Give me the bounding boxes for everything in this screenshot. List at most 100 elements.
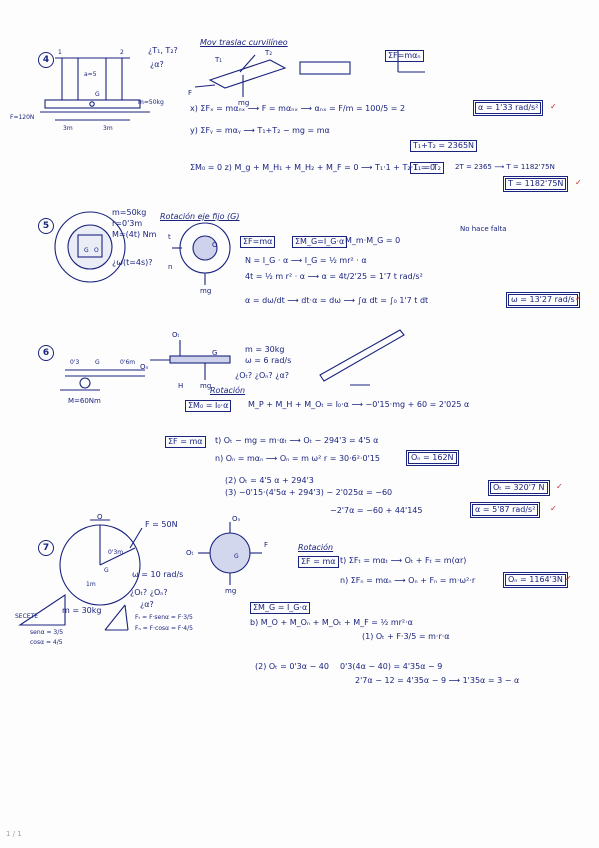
p4-label-mass: m=50kg [138,99,164,106]
p7-fbd-title: Rotación [298,543,334,552]
p4-line-1: x) ΣFₓ = mαₙₓ ⟶ F = mαₙₓ ⟶ αₙₓ = F/m = 1… [190,104,406,113]
p7-secant-triangle [18,593,66,626]
p4-fbd-title: Mov traslac curvilíneo [200,38,288,47]
problem-number-7: 7 [38,540,54,556]
p6-label-06: 0'6m [120,359,136,366]
p7-given-q2: ¿α? [140,600,154,609]
p6-fbd-g: G [212,349,218,357]
problem-number-6: 6 [38,345,54,361]
p5-label-o: O [94,247,99,254]
p6-line-6: −2'7α = −60 + 44'145 [330,506,423,515]
p7-line-4: (1) Oₜ + F·3/5 = m·r·α [362,632,450,641]
p4-result-alpha: α = 1'33 rad/s² [472,100,544,116]
p7-label-1m: 1m [86,581,96,588]
p4-fbd-t2: T₂ [265,49,273,57]
p5-result-omega: ω = 13'27 rad/s [506,292,580,308]
p7-secant-cos: cosα = 4/5 [30,639,63,646]
p7-given-force: F = 50N [145,520,178,529]
p6-line-3: n) Oₙ = mαₙ ⟶ Oₙ = m ω² r = 30·6²·0'15 [215,454,380,463]
p6-line-1: M_P + M_H + M_Oₜ = I₀·α ⟶ −0'15·mg + 60 … [248,400,470,409]
p5-given-moment: M=(4t) Nm [112,230,157,239]
p7-line-3: b) M_O + M_Oₙ + M_Oₜ + M_F = ½ mr²·α [250,618,413,627]
p7-line-2: n) ΣFₙ = mαₙ ⟶ Oₙ + Fₙ = m·ω²·r [340,576,476,585]
p4-check-1: ✓ [550,102,557,111]
p6-fbd-mg: mg [200,382,212,390]
p6-fbd-bar [169,355,231,364]
p7-label-g: G [104,567,109,574]
p4-label-3m-a: 3m [63,125,73,132]
p5-check: ✓ [575,294,582,303]
p7-line-1: t) ΣFₜ = mαₜ ⟶ Oₜ + Fₜ = m(αr) [340,556,467,565]
page-footer: 1 / 1 [6,830,22,838]
p7-law-moment: ΣM_G = I_G·α [250,602,311,614]
p7-given-omega: ω = 10 rad/s [132,570,184,579]
problem-number-4: 4 [38,52,54,68]
p6-result-alpha: α = 5'87 rad/s² [469,502,541,518]
p6-line-2: t) Oₜ − mg = m·αₜ ⟶ Oₜ − 294'3 = 4'5 α [215,436,379,445]
p5-fbd-t: t [168,233,171,241]
p7-line-6: 0'3(4α − 40) = 4'35α − 9 [340,662,443,671]
p7-fn: Fₙ = F·cosα = F·4/5 [135,625,193,632]
p6-law-force: ΣF = mα [165,436,206,448]
p4-label-1: 1 [58,49,62,56]
p4-fbd-t1: T₁ [215,56,223,64]
p6-check-1: ✓ [556,482,563,491]
p7-secant-title: SECETE [15,613,39,620]
p7-result-on: Oₙ = 1164'3N [503,572,568,588]
p5-fbd-o: O [212,241,218,249]
p4-bar [44,99,141,109]
p6-check-2: ✓ [550,504,557,513]
p7-fbd-mg: mg [225,587,237,595]
p4-law-box: ΣF=mαₙ [385,50,424,62]
p6-fbd-title: Rotación [210,386,246,395]
p5-line-2: 4t = ½ m r² · α ⟶ α = 4t/2'25 = 1'7 t ra… [245,272,423,281]
p6-label-m: M=60Nm [68,397,101,405]
p4-question-alpha: ¿α? [150,60,164,69]
p4-check-2: ✓ [575,178,582,187]
p6-result-on: Oₙ = 162N [406,450,459,466]
p4-label-a: a=5 [84,71,97,78]
p4-fbd-b [299,61,351,75]
p7-ft: Fₜ = F·senα = F·3/5 [135,614,193,621]
p7-label-o: O [97,513,103,521]
p6-given-omega: ω = 6 rad/s [245,356,292,365]
p7-fbd-on: Oₙ [232,515,241,523]
p6-fbd-h: H [178,382,184,390]
p5-fbd-mg: mg [200,287,212,295]
p4-label-3m-b: 3m [103,125,113,132]
p7-fbd-disk [209,532,251,574]
p6-result-ot: Oₜ = 320'7 N [488,480,550,496]
p6-given-question: ¿Oₜ? ¿Oₙ? ¿α? [235,371,289,380]
p7-line-7: 2'7α − 12 = 4'35α − 9 ⟶ 1'35α = 3 − α [355,676,520,685]
p4-result-equal: T₁ = T₂ [410,162,444,174]
p4-center-g [89,101,95,107]
p4-result-sum: T₁+T₂ = 2365N [410,140,478,152]
p4-question-tensions: ¿T₁, T₂? [148,46,178,55]
p5-fbd-n: n [168,263,173,271]
p4-line-3: ΣM₀ = 0 z) M_g + M_H₁ + M_H₂ + M_F = 0 ⟶… [190,163,436,172]
p7-secant-sin: senα = 3/5 [30,629,64,636]
p5-line-1: N = I_G · α ⟶ I_G = ½ mr² · α [245,256,367,265]
p4-fbd-f: F [188,89,193,97]
p4-result-tension: T = 1182'75N [502,176,569,192]
p7-law-force: ΣF = mα [298,556,339,568]
p5-given-radius: r=0'3m [112,219,143,228]
p7-fbd-f: F [264,541,269,549]
p5-given-question: ¿ω(t=4s)? [112,258,153,267]
p4-label-g: G [95,91,100,98]
p7-label-03: 0'3m [108,549,124,556]
p4-label-2: 2 [120,49,124,56]
problem-number-5: 5 [38,218,54,234]
p6-line-4: (2) Oₜ = 4'5 α + 294'3 [225,476,314,485]
p5-given-mass: m=50kg [112,208,147,217]
p5-line-3: α = dω/dt ⟶ dt·α = dω ⟶ ∫α dt = ∫₀ 1'7 t… [245,296,429,305]
p5-law-force: ΣF=mα [240,236,276,248]
p6-fbd-on: Oₙ [140,363,149,371]
p4-fbd-mg: mg [238,99,250,107]
p5-law-zero: M_m·M_G = 0 [345,236,401,245]
p7-line-5: (2) Oₜ = 0'3α − 40 [255,662,329,671]
p6-incline-bar [319,329,405,382]
p4-line-2: y) ΣFᵧ = mαᵧ ⟶ T₁+T₂ − mg = mα [190,126,330,135]
p4-line-4: 2T = 2365 ⟶ T = 1182'75N [455,163,555,171]
